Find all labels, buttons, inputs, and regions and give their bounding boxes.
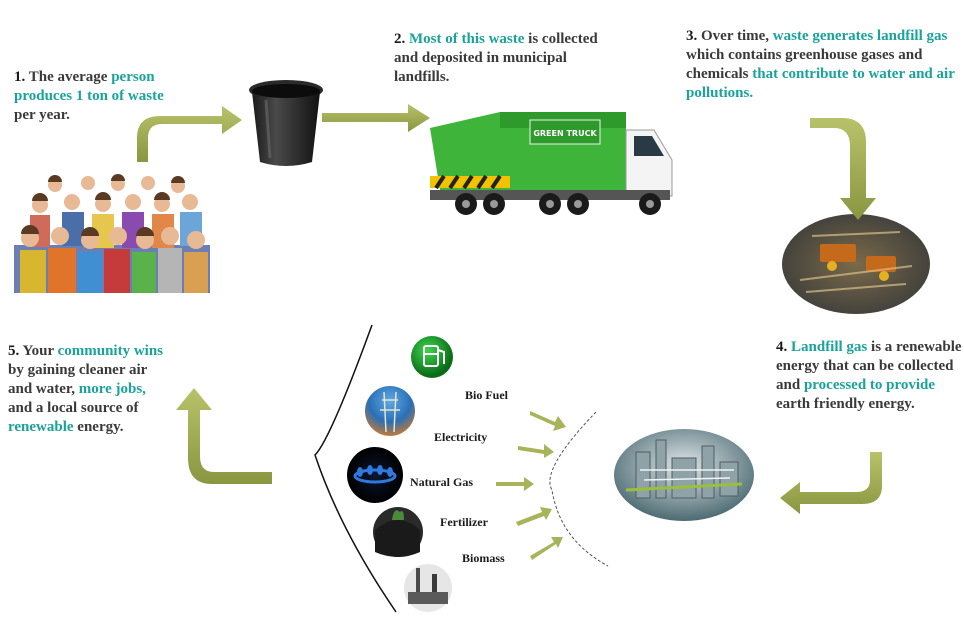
truck-sign: GREEN TRUCK bbox=[533, 129, 597, 138]
step-text-segment: which contains greenhouse gases and chem… bbox=[686, 47, 923, 82]
step-text-segment: is a renewable energy that can be collec… bbox=[776, 339, 962, 393]
label-natural-gas: Natural Gas bbox=[410, 475, 473, 489]
arrow-people-to-bin bbox=[137, 106, 242, 162]
label-biomass: Biomass bbox=[462, 551, 505, 565]
step-text-segment: person produces bbox=[14, 69, 155, 104]
people-crowd-image bbox=[12, 174, 212, 294]
step-number: 1. bbox=[14, 69, 26, 85]
step-text-segment: is collected and deposited in municipal … bbox=[394, 31, 598, 85]
arrow-plant-to-community bbox=[176, 388, 272, 484]
step-5-text: 5. Your community wins by gaining cleane… bbox=[8, 342, 168, 437]
step-text-segment: renewable bbox=[8, 419, 78, 435]
step-2-text: 2. Most of this waste is collected and d… bbox=[394, 30, 624, 87]
step-text-segment: 1 ton of waste bbox=[75, 88, 164, 104]
fertilizer-icon bbox=[373, 507, 423, 557]
step-text-segment: Over time, bbox=[697, 28, 773, 44]
step-text-segment: Landfill gas bbox=[787, 339, 872, 355]
step-text-segment: Most of this waste bbox=[405, 31, 529, 47]
label-electricity: Electricity bbox=[434, 430, 488, 444]
processing-plant-image bbox=[614, 429, 754, 521]
step-text-segment: processed to provide bbox=[803, 377, 936, 393]
step-text-segment: community wins bbox=[57, 343, 164, 359]
step-text-segment: per year. bbox=[14, 107, 70, 123]
step-text-segment: Your bbox=[19, 343, 58, 359]
left-boundary-curve bbox=[314, 324, 397, 613]
garbage-truck-image: GREEN TRUCK bbox=[430, 112, 673, 215]
right-boundary-curve bbox=[549, 411, 609, 567]
arrow-landfill-to-plant bbox=[780, 452, 882, 514]
step-number: 3. bbox=[686, 28, 698, 44]
step-text-segment: that contribute to water and air polluti… bbox=[686, 66, 955, 101]
step-number: 2. bbox=[394, 31, 406, 47]
trash-bin-image bbox=[249, 80, 323, 166]
step-text-segment: by gaining cleaner air and water, bbox=[8, 362, 148, 397]
step-1-text: 1. The average person produces 1 ton of … bbox=[14, 68, 164, 125]
arrow-truck-to-landfill bbox=[810, 118, 876, 220]
step-text-segment: waste generates landfill gas bbox=[772, 28, 948, 44]
product-arrows bbox=[496, 411, 566, 560]
biomass-icon bbox=[404, 564, 452, 612]
step-text-segment: more jobs, bbox=[78, 381, 146, 397]
step-number: 5. bbox=[8, 343, 20, 359]
step-text-segment: earth friendly energy. bbox=[776, 396, 915, 412]
step-4-text: 4. Landfill gas is a renewable energy th… bbox=[776, 338, 964, 414]
natural-gas-icon bbox=[347, 447, 403, 503]
electricity-icon bbox=[365, 386, 415, 436]
label-bio-fuel: Bio Fuel bbox=[465, 388, 509, 402]
step-3-text: 3. Over time, waste generates landfill g… bbox=[686, 27, 956, 103]
label-fertilizer: Fertilizer bbox=[440, 515, 488, 529]
step-text-segment: energy. bbox=[77, 419, 124, 435]
bio-fuel-icon bbox=[411, 336, 453, 378]
arrow-bin-to-truck bbox=[322, 104, 430, 132]
step-text-segment: and a local source of bbox=[8, 400, 139, 416]
landfill-site-image bbox=[782, 214, 930, 314]
step-text-segment: The average bbox=[25, 69, 112, 85]
step-number: 4. bbox=[776, 339, 788, 355]
